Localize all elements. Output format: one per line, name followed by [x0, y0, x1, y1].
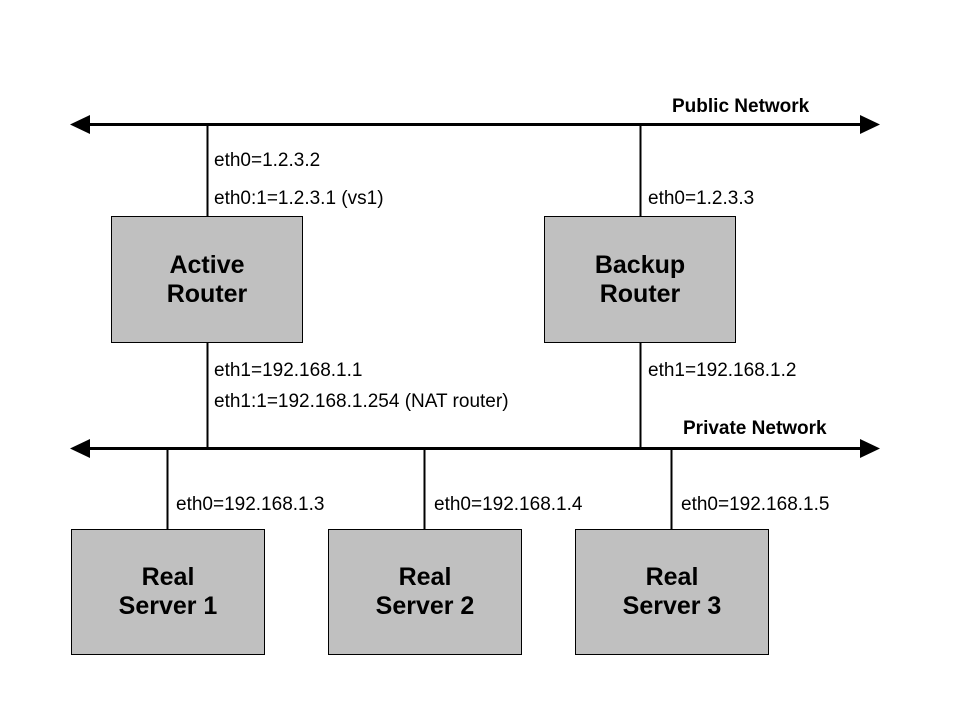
node-active-router-line-2: Router [166, 279, 248, 308]
public-network-label: Public Network [672, 96, 810, 117]
active-router-private-ip-label: eth1=192.168.1.1 [214, 360, 363, 381]
node-real-server-3-line-1: Real [645, 563, 699, 591]
backup-router-public-ip-label: eth0=1.2.3.3 [648, 188, 755, 209]
node-real-server-2[interactable]: Real Server 2 [328, 529, 522, 655]
node-active-router-line-1: Active [169, 250, 245, 279]
real-server-1-ip-label: eth0=192.168.1.3 [176, 494, 325, 515]
node-real-server-2-line-2: Server 2 [375, 592, 475, 620]
node-real-server-1-line-2: Server 1 [118, 592, 218, 620]
node-real-server-1-line-1: Real [141, 563, 195, 591]
private-network-bus [70, 439, 880, 458]
public-network-right-arrowhead [860, 115, 880, 134]
node-real-server-3[interactable]: Real Server 3 [575, 529, 769, 655]
active-router-nat-ip-label: eth1:1=192.168.1.254 (NAT router) [214, 391, 509, 412]
public-network-left-arrowhead [70, 115, 90, 134]
private-network-left-arrowhead [70, 439, 90, 458]
backup-router-private-ip-label: eth1=192.168.1.2 [648, 360, 797, 381]
node-backup-router-line-2: Router [599, 279, 681, 308]
private-network-right-arrowhead [860, 439, 880, 458]
private-network-label: Private Network [683, 418, 827, 439]
real-server-3-ip-label: eth0=192.168.1.5 [681, 494, 830, 515]
node-backup-router[interactable]: Backup Router [544, 216, 736, 343]
node-active-router[interactable]: Active Router [111, 216, 303, 343]
node-real-server-2-line-1: Real [398, 563, 452, 591]
active-router-public-vip-label: eth0:1=1.2.3.1 (vs1) [214, 188, 384, 209]
real-server-2-ip-label: eth0=192.168.1.4 [434, 494, 583, 515]
active-router-public-ip-label: eth0=1.2.3.2 [214, 150, 321, 171]
node-backup-router-line-1: Backup [594, 250, 686, 279]
node-real-server-3-line-2: Server 3 [622, 592, 722, 620]
public-network-bus [70, 115, 880, 134]
node-real-server-1[interactable]: Real Server 1 [71, 529, 265, 655]
